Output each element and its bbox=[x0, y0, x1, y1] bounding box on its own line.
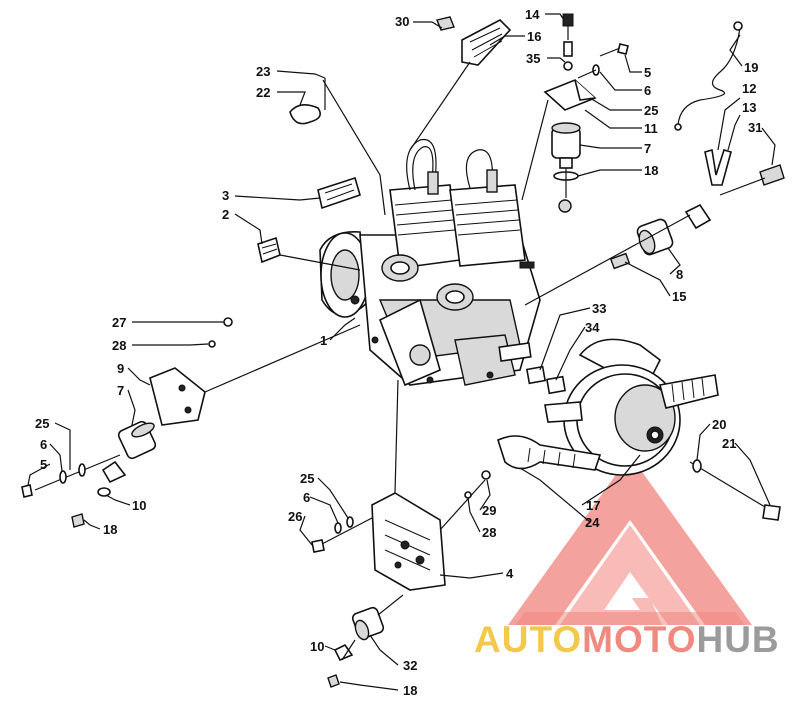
left-engine-mount bbox=[21, 317, 361, 528]
callout-25c: 25 bbox=[300, 471, 314, 486]
callout-23: 23 bbox=[256, 64, 270, 79]
callout-32: 32 bbox=[403, 658, 417, 673]
callout-2: 2 bbox=[222, 207, 229, 222]
callout-6c: 6 bbox=[303, 490, 310, 505]
callout-6b: 6 bbox=[40, 437, 47, 452]
callout-30: 30 bbox=[395, 14, 409, 29]
callout-4: 4 bbox=[506, 566, 514, 581]
watermark-logo bbox=[508, 455, 752, 625]
callout-28b: 28 bbox=[482, 525, 496, 540]
callout-8: 8 bbox=[676, 267, 683, 282]
callout-15: 15 bbox=[672, 289, 686, 304]
brand-moto: MOTO bbox=[582, 619, 697, 660]
watermark-brand-text: AUTOMOTOHUB bbox=[474, 618, 794, 662]
callout-26: 26 bbox=[288, 509, 302, 524]
callout-18c: 18 bbox=[403, 683, 417, 698]
callout-33: 33 bbox=[592, 301, 606, 316]
brand-hub: HUB bbox=[696, 619, 780, 660]
callout-19: 19 bbox=[744, 60, 758, 75]
leader-lines bbox=[27, 13, 776, 691]
callout-10b: 10 bbox=[310, 639, 324, 654]
engine-assembly bbox=[319, 138, 541, 387]
callout-35: 35 bbox=[526, 51, 540, 66]
callout-29: 29 bbox=[482, 503, 496, 518]
callout-25b: 25 bbox=[35, 416, 49, 431]
callout-20: 20 bbox=[712, 417, 726, 432]
callout-7b: 7 bbox=[117, 383, 124, 398]
callout-24: 24 bbox=[585, 515, 600, 530]
callout-31: 31 bbox=[748, 120, 762, 135]
callout-18b: 18 bbox=[103, 522, 117, 537]
callout-5: 5 bbox=[644, 65, 651, 80]
callout-22: 22 bbox=[256, 85, 270, 100]
callout-28: 28 bbox=[112, 338, 126, 353]
callout-3: 3 bbox=[222, 188, 229, 203]
callout-34: 34 bbox=[585, 320, 600, 335]
callout-25: 25 bbox=[644, 103, 658, 118]
lower-engine-mount bbox=[311, 379, 491, 688]
callout-27: 27 bbox=[112, 315, 126, 330]
callout-21: 21 bbox=[722, 436, 736, 451]
callout-17: 17 bbox=[586, 498, 600, 513]
callout-14: 14 bbox=[525, 7, 540, 22]
brand-auto: AUTO bbox=[474, 619, 583, 660]
callout-5b: 5 bbox=[40, 457, 47, 472]
callout-numbers: 30 16 14 35 5 6 25 11 7 18 19 12 13 31 2… bbox=[35, 7, 762, 698]
drive-clutch bbox=[497, 338, 781, 521]
callout-9: 9 bbox=[117, 361, 124, 376]
callout-11: 11 bbox=[644, 121, 658, 136]
top-torque-bracket bbox=[409, 16, 512, 151]
ground-wire-and-clips bbox=[524, 21, 785, 306]
callout-18: 18 bbox=[644, 163, 658, 178]
callout-1: 1 bbox=[320, 333, 327, 348]
callout-10: 10 bbox=[132, 498, 146, 513]
callout-12: 12 bbox=[742, 81, 756, 96]
callout-6: 6 bbox=[644, 83, 651, 98]
callout-7: 7 bbox=[644, 141, 651, 156]
callout-16: 16 bbox=[527, 29, 541, 44]
upper-engine-mount bbox=[521, 13, 629, 213]
decal-parts bbox=[257, 78, 361, 264]
callout-13: 13 bbox=[742, 100, 756, 115]
